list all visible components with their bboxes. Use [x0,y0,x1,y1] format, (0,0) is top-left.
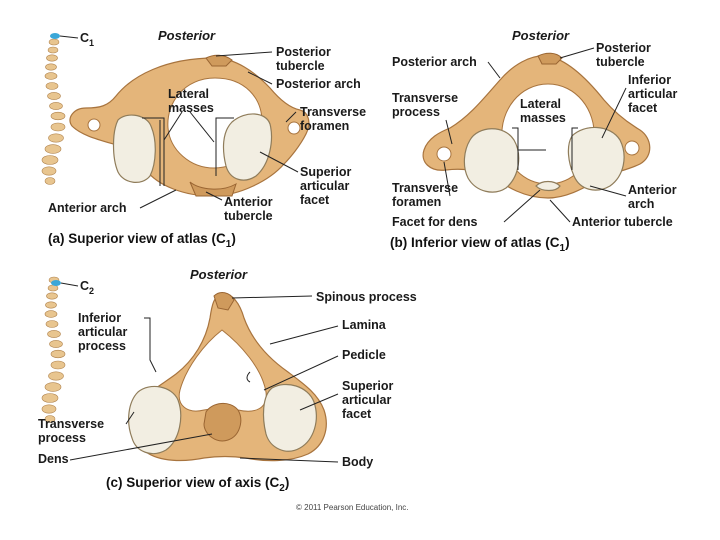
c2-tag: C2 [80,279,94,296]
superior-articular-facet-label-a: Superior articular facet [300,165,355,207]
anterior-tubercle-label-a: Anterior tubercle [224,195,276,223]
caption-b: (b) Inferior view of atlas (C1) [390,235,570,254]
panel-b: Posterior Posterior arch Posterior tuber… [390,28,681,254]
inferior-articular-facet-label-b: Inferior articular facet [628,73,681,115]
c2-highlight [51,280,61,286]
posterior-arch-label-a: Posterior arch [276,77,361,91]
lateral-masses-label-b: Lateral masses [520,97,566,125]
spine-illustration-a [41,33,66,185]
posterior-tubercle-label-a: Posterior tubercle [276,45,334,73]
transverse-foramen-label-b: Transverse foramen [392,181,462,209]
c1-tag: C1 [80,31,94,48]
transverse-foramen-label-a: Transverse foramen [300,105,370,133]
transverse-process-label-c: Transverse process [38,417,108,445]
posterior-tubercle-label-b: Posterior tubercle [596,41,654,69]
posterior-label-a: Posterior [158,28,216,43]
lateral-masses-label-a: Lateral masses [168,87,214,115]
pedicle-label-c: Pedicle [342,348,386,362]
facet-for-dens-label-b: Facet for dens [392,215,477,229]
dens-label-c: Dens [38,452,69,466]
panel-c: C2 Posterior Spinous process Inferior ar… [38,267,417,494]
superior-articular-facet-label-c: Superior articular facet [342,379,397,421]
posterior-label-b: Posterior [512,28,570,43]
lamina-label-c: Lamina [342,318,387,332]
inferior-articular-process-label-c: Inferior articular process [78,311,131,353]
atlas-superior-drawing [69,54,310,197]
spinous-process-label-c: Spinous process [316,290,417,304]
spine-illustration-c [41,276,66,423]
posterior-label-c: Posterior [190,267,248,282]
atlas-inferior-drawing [422,52,651,199]
copyright-notice: © 2011 Pearson Education, Inc. [296,503,408,512]
transverse-process-label-b: Transverse process [392,91,462,119]
caption-c: (c) Superior view of axis (C2) [106,475,289,494]
c1-highlight [50,33,60,39]
axis-superior-drawing [128,292,327,462]
caption-a: (a) Superior view of atlas (C1) [48,231,236,250]
anterior-tubercle-label-b: Anterior tubercle [572,215,673,229]
posterior-arch-label-b: Posterior arch [392,55,477,69]
anterior-arch-label-b: Anterior arch [628,183,680,211]
panel-a: C1 Posterior Posterior tubercle [41,28,370,250]
anterior-arch-label-a: Anterior arch [48,201,127,215]
body-label-c: Body [342,455,373,469]
